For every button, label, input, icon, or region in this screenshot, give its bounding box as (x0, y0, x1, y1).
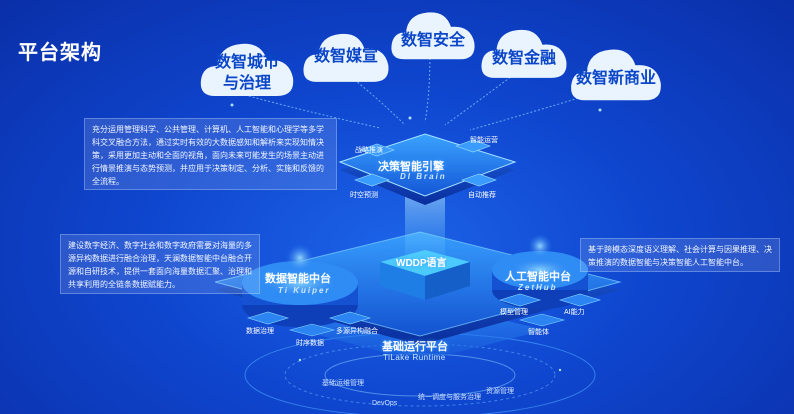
right-layer-subtitle: ZetHub (518, 283, 558, 292)
right-chip-3: 智能体 (528, 327, 549, 337)
module-operation: 智能运营 (470, 135, 498, 145)
cloud-security: 数智安全 (388, 2, 478, 73)
cloud-media: 数智媒宣 (300, 24, 392, 95)
description-left: 建设数字经济、数字社会和数字政府需要对海量的多源异构数据进行融合治理，天澜数据智… (60, 234, 260, 294)
cloud-label: 数智媒宣 (306, 46, 386, 67)
description-top: 充分运用管理科学、公共管理、计算机、人工智能和心理学等多学科交叉融合方法，通过实… (84, 118, 337, 190)
bottom-label-devops: DevOps (372, 400, 397, 407)
left-layer-title: 数据智能中台 (265, 270, 331, 286)
module-recommend: 自动推荐 (468, 190, 496, 200)
bottom-label-resources: 资源管理 (486, 386, 514, 396)
left-chip-1: 数据治理 (246, 326, 274, 336)
left-chip-2: 多源异构融合 (336, 326, 378, 336)
cloud-label-line2: 与治理 (209, 73, 285, 94)
module-forecast: 时空预测 (350, 190, 378, 200)
cloud-label-line1: 数智城市 (209, 52, 285, 73)
cloud-smart-city: 数智城市 与治理 (197, 34, 297, 109)
center-label: WDDP语言 (396, 254, 447, 269)
top-layer-subtitle: DI Brain (400, 172, 447, 181)
cloud-label: 数智金融 (484, 48, 564, 69)
module-strategy: 战略推演 (355, 145, 383, 155)
left-chip-3: 时序数据 (296, 338, 324, 348)
cloud-new-business: 数智新商业 (566, 40, 666, 113)
right-layer-title: 人工智能中台 (505, 268, 571, 284)
cloud-finance: 数智金融 (478, 20, 570, 91)
bottom-label-ops: 基础运维管理 (322, 378, 364, 388)
bottom-layer-subtitle: TiLake Runtime (383, 353, 446, 362)
cloud-label: 数智安全 (394, 30, 472, 51)
description-right: 基于跨模态深度语义理解、社会计算与因果推理、决策推演的数据智能与决策智能人工智能… (580, 238, 780, 272)
bottom-layer-title: 基础运行平台 (382, 338, 448, 354)
cloud-label: 数智新商业 (570, 68, 662, 89)
bottom-label-scheduling: 统一调度与服务治理 (418, 392, 481, 402)
right-chip-2: AI能力 (564, 307, 585, 317)
left-layer-subtitle: Ti Kuiper (278, 286, 331, 295)
right-chip-1: 模型管理 (500, 307, 528, 317)
page-title: 平台架构 (18, 36, 102, 65)
